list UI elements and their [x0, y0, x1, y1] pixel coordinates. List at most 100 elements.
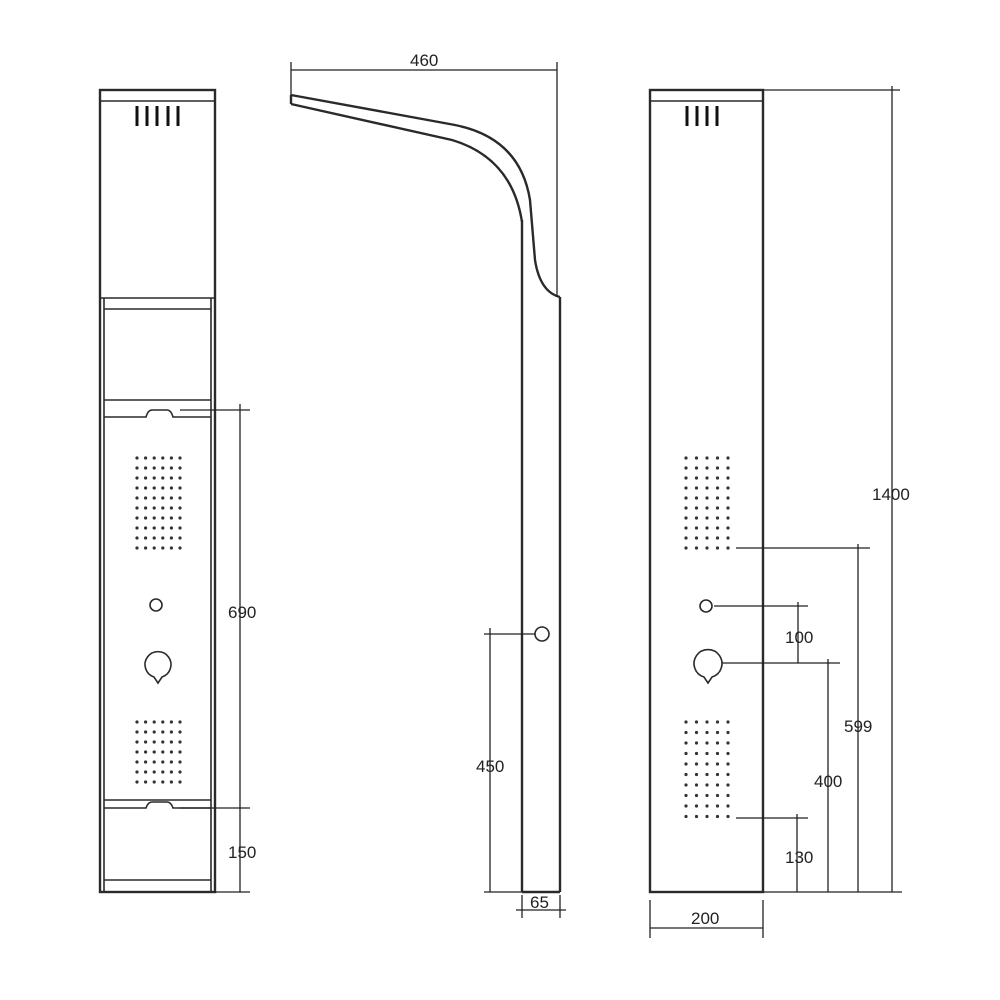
jet-hole — [715, 793, 720, 798]
jet-hole — [726, 526, 730, 530]
jet-hole — [135, 546, 139, 550]
jet-hole — [694, 730, 699, 735]
jet-hole — [152, 546, 156, 550]
jet-hole — [726, 516, 730, 520]
jet-hole — [161, 486, 165, 490]
jet-hole — [684, 476, 688, 480]
jet-hole — [144, 770, 148, 774]
jet-hole — [152, 536, 156, 540]
jet-grid-lower — [135, 720, 182, 784]
jet-hole — [726, 476, 730, 480]
jet-hole — [161, 526, 165, 530]
jet-hole — [135, 496, 139, 500]
jet-hole — [135, 486, 139, 490]
jet-hole — [705, 466, 709, 470]
jet-hole — [684, 506, 688, 510]
jet-hole — [726, 804, 730, 808]
jet-hole — [684, 456, 688, 460]
jet-hole — [694, 536, 699, 540]
jet-hole — [684, 814, 688, 819]
jet-hole — [152, 456, 156, 460]
jet-hole — [694, 783, 699, 787]
jet-hole — [152, 770, 156, 774]
jet-hole — [705, 804, 709, 808]
jet-hole — [135, 720, 139, 724]
jet-hole — [144, 476, 148, 480]
jet-hole — [161, 506, 165, 510]
jet-hole — [178, 506, 182, 510]
jet-hole — [705, 506, 709, 510]
jet-hole — [144, 780, 148, 784]
jet-hole — [715, 476, 720, 480]
jet-hole — [152, 730, 156, 734]
jet-hole — [169, 506, 173, 510]
jet-hole — [144, 536, 148, 540]
jet-hole — [726, 536, 730, 540]
dim-130-label: 130 — [785, 848, 813, 867]
dim-690-label: 690 — [228, 603, 256, 622]
jet-hole — [135, 730, 139, 734]
jet-hole — [715, 466, 720, 470]
jet-hole — [161, 770, 165, 774]
jet-hole — [694, 762, 699, 766]
jet-grid-upper — [684, 456, 730, 550]
jet-hole — [684, 762, 688, 766]
jet-hole — [705, 456, 709, 460]
side-knob-icon — [534, 626, 550, 642]
jet-hole — [178, 516, 182, 520]
jet-hole — [726, 783, 730, 787]
jet-hole — [705, 751, 709, 756]
shelf-notch — [104, 801, 211, 809]
dim-450-label: 450 — [476, 757, 504, 776]
jet-hole — [684, 783, 688, 787]
jet-hole — [684, 466, 688, 470]
jet-hole — [152, 740, 156, 744]
jet-hole — [169, 476, 173, 480]
jet-hole — [694, 516, 699, 520]
jet-hole — [726, 506, 730, 510]
jet-hole — [705, 730, 709, 735]
jet-hole — [705, 793, 709, 798]
jet-hole — [726, 720, 730, 724]
jet-hole — [705, 772, 709, 777]
jet-hole — [178, 770, 182, 774]
jet-hole — [161, 750, 165, 754]
jet-hole — [135, 466, 139, 470]
jet-hole — [715, 526, 720, 530]
jet-hole — [715, 814, 720, 819]
jet-hole — [152, 750, 156, 754]
jet-hole — [161, 476, 165, 480]
jet-hole — [694, 793, 699, 798]
shelf-notch — [104, 409, 211, 418]
jet-hole — [144, 466, 148, 470]
jet-hole — [169, 516, 173, 520]
dim-1400-label: 1400 — [872, 485, 910, 504]
front-view-right: 1400 599 400 100 130 200 — [648, 86, 910, 938]
jet-hole — [135, 506, 139, 510]
jet-hole — [169, 486, 173, 490]
jet-hole — [178, 476, 182, 480]
jet-hole — [178, 730, 182, 734]
jet-hole — [144, 456, 148, 460]
jet-hole — [684, 486, 688, 490]
jet-hole — [684, 516, 688, 520]
jet-hole — [684, 526, 688, 530]
jet-hole — [694, 496, 699, 500]
jet-hole — [152, 496, 156, 500]
jet-hole — [694, 772, 699, 777]
jet-hole — [169, 750, 173, 754]
dim-65-label: 65 — [530, 893, 549, 912]
jet-hole — [715, 741, 720, 745]
jet-hole — [694, 546, 699, 550]
jet-hole — [178, 720, 182, 724]
jet-hole — [135, 740, 139, 744]
jet-hole — [152, 720, 156, 724]
jet-hole — [726, 456, 730, 460]
jet-hole — [705, 526, 709, 530]
jet-hole — [169, 730, 173, 734]
jet-hole — [152, 526, 156, 530]
panel-outline — [98, 88, 217, 894]
jet-hole — [169, 720, 173, 724]
jet-hole — [694, 814, 699, 819]
